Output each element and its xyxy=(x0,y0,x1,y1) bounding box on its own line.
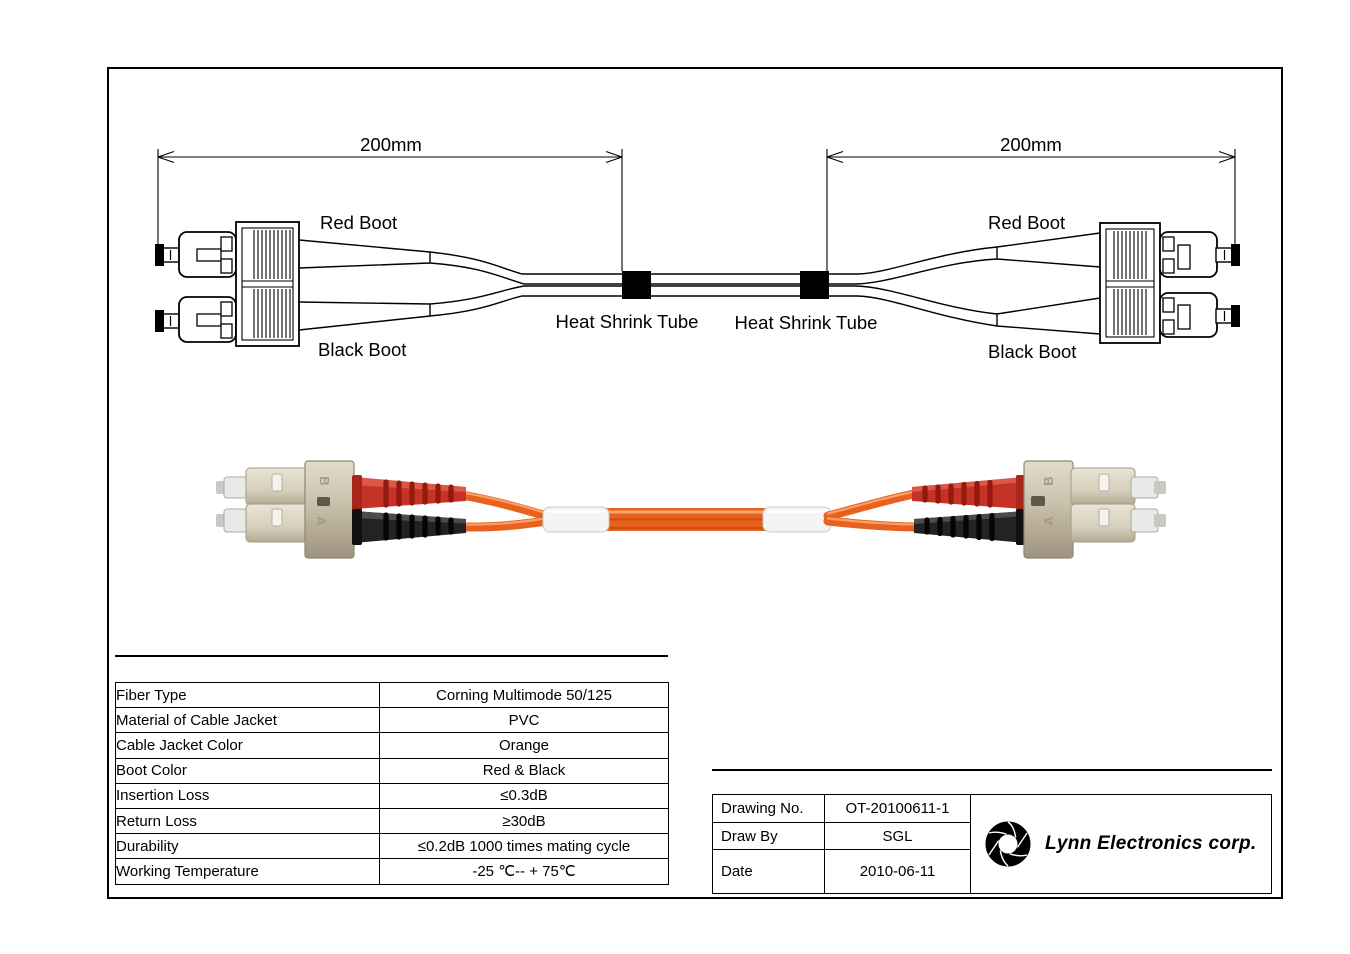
sc-connector-drawing-right xyxy=(996,222,1240,344)
photo-connector-right: B A xyxy=(823,460,1166,559)
spec-label: Working Temperature xyxy=(115,858,380,885)
spec-value: -25 ℃-- + 75℃ xyxy=(379,858,669,885)
product-photo: B A xyxy=(216,460,1166,559)
fiber-cable xyxy=(823,489,919,521)
fiber-cable xyxy=(460,516,553,532)
title-block-value: SGL xyxy=(825,823,971,850)
table-row: Return Loss ≥30dB xyxy=(115,807,669,835)
fiber-cable xyxy=(457,490,552,521)
heat-shrink-tube-photo-left xyxy=(542,506,610,533)
dimension-left xyxy=(157,149,623,271)
fiber-cable xyxy=(823,516,921,532)
housing-letter: A xyxy=(314,516,329,526)
housing-letter: B xyxy=(317,476,332,485)
black-boot-ribs xyxy=(383,512,454,541)
table-row: Insertion Loss ≤0.3dB xyxy=(115,782,669,809)
spec-value: ≤0.2dB 1000 times mating cycle xyxy=(379,833,669,860)
plug-window xyxy=(271,473,283,492)
plug-window xyxy=(271,508,283,527)
boot-lines-left xyxy=(298,239,431,331)
ferrule-tip-bottom xyxy=(1231,305,1240,327)
ferrule-nub xyxy=(1154,514,1166,527)
label-heat-shrink-left: Heat Shrink Tube xyxy=(556,311,699,332)
sc-connector-drawing-left xyxy=(155,221,431,347)
table-row: Boot Color Red & Black xyxy=(115,757,669,784)
spec-value: Orange xyxy=(379,732,669,759)
dim-arrow-right xyxy=(605,150,623,164)
spec-value: Red & Black xyxy=(379,757,669,784)
title-block-label: Date xyxy=(713,850,825,893)
label-heat-shrink-right: Heat Shrink Tube xyxy=(735,312,878,333)
housing-letter: B xyxy=(1041,476,1056,485)
title-block-label: Draw By xyxy=(713,823,825,850)
table-row: Cable Jacket Color Orange xyxy=(115,732,669,759)
cable-lines xyxy=(429,246,998,327)
table-row: Working Temperature -25 ℃-- + 75℃ xyxy=(115,858,669,885)
ferrule-nub xyxy=(1154,481,1166,494)
dimension-right xyxy=(826,149,1236,271)
red-boot-ribs xyxy=(922,479,993,508)
latch-clip xyxy=(1130,508,1159,533)
plug-window xyxy=(1098,473,1110,492)
spec-table-top-rule xyxy=(115,655,668,657)
title-block-top-rule xyxy=(712,769,1272,771)
dim-right-label: 200mm xyxy=(1000,134,1062,155)
title-block: Drawing No. OT-20100611-1 Draw By SGL Da… xyxy=(712,794,1272,894)
table-row: Fiber Type Corning Multimode 50/125 xyxy=(115,681,669,709)
title-block-value: OT-20100611-1 xyxy=(825,795,971,823)
spec-value: Corning Multimode 50/125 xyxy=(379,681,669,709)
housing-letter: A xyxy=(1041,516,1056,526)
duplex-housing xyxy=(1023,460,1074,559)
black-boot-collar xyxy=(352,509,362,545)
spec-value: ≤0.3dB xyxy=(379,782,669,809)
spec-label: Material of Cable Jacket xyxy=(115,707,380,734)
label-black-boot-left: Black Boot xyxy=(318,339,406,360)
spec-value: PVC xyxy=(379,707,669,734)
latch-clip xyxy=(1130,476,1159,499)
label-black-boot-right: Black Boot xyxy=(988,341,1076,362)
plug-window xyxy=(1098,508,1110,527)
spec-table: Fiber Type Corning Multimode 50/125 Mate… xyxy=(115,681,669,885)
label-red-boot-right: Red Boot xyxy=(988,212,1065,233)
ferrule-tip-top xyxy=(1231,244,1240,266)
spec-value: ≥30dB xyxy=(379,807,669,835)
housing-slot xyxy=(1031,496,1045,506)
company-name: Lynn Electronics corp. xyxy=(1045,833,1257,854)
dim-left-label: 200mm xyxy=(360,134,422,155)
spec-label: Fiber Type xyxy=(115,681,380,709)
red-boot-collar xyxy=(352,475,362,511)
title-block-value: 2010-06-11 xyxy=(825,850,971,893)
ferrule-tip-bottom xyxy=(155,310,164,332)
spec-label: Insertion Loss xyxy=(115,782,380,809)
boot-lines-right xyxy=(996,232,1101,335)
red-boot-ribs xyxy=(383,479,454,508)
heat-shrink-tube-right xyxy=(800,271,829,299)
heat-shrink-tube-left xyxy=(622,271,651,299)
housing-slot xyxy=(317,497,330,506)
company-logo-cell: Lynn Electronics corp. xyxy=(971,795,1271,893)
photo-connector-left: B A xyxy=(216,460,553,559)
spec-label: Return Loss xyxy=(115,807,380,835)
table-row: Durability ≤0.2dB 1000 times mating cycl… xyxy=(115,833,669,860)
black-boot-ribs xyxy=(924,512,995,542)
table-row: Material of Cable Jacket PVC xyxy=(115,707,669,734)
label-red-boot-left: Red Boot xyxy=(320,212,397,233)
ferrule-tip-top xyxy=(155,244,164,266)
company-swirl-icon xyxy=(985,821,1031,867)
title-block-label: Drawing No. xyxy=(713,795,825,823)
spec-label: Durability xyxy=(115,833,380,860)
spec-label: Cable Jacket Color xyxy=(115,732,380,759)
photo-cable-center xyxy=(542,506,832,533)
dim-arrow-left xyxy=(157,150,175,164)
spec-label: Boot Color xyxy=(115,757,380,784)
